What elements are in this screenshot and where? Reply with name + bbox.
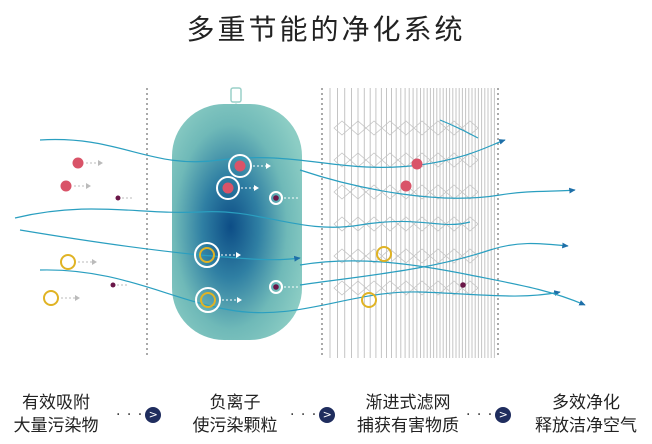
airflow-line — [14, 208, 471, 228]
ion-halo — [269, 191, 283, 205]
stage-line: 渐进式滤网 — [365, 393, 451, 413]
filter-mesh-cell — [333, 216, 351, 232]
chevron-right-icon: > — [145, 407, 162, 423]
stage-line: 捕获有害物质 — [357, 416, 459, 436]
ionizer-body — [172, 104, 302, 340]
page-title: 多重节能的净化系统 — [186, 13, 466, 46]
ion-halo — [195, 287, 221, 313]
pollutant-red-dot — [222, 182, 234, 194]
stage-line: 大量污染物 — [13, 416, 99, 436]
chevron-right-icon: > — [495, 407, 512, 423]
airflow-line — [299, 260, 586, 306]
connector-dots: · · · — [116, 407, 144, 423]
filter-mesh-cell — [333, 184, 351, 200]
airflow-line — [299, 242, 569, 286]
airflow-line — [439, 119, 479, 139]
small-particle-dot — [460, 282, 466, 288]
pollutant-red-dot — [72, 157, 84, 169]
stage-line: 使污染颗粒 — [192, 416, 278, 436]
pollutants-incoming — [43, 157, 132, 306]
stage-connector: · · · > — [290, 405, 336, 425]
small-particle-dot — [115, 195, 121, 201]
airflow-line — [39, 138, 506, 168]
filter-mesh-cell — [381, 216, 399, 232]
filter-mesh-cell — [333, 120, 351, 136]
motion-arrow — [98, 160, 103, 166]
captured-pollutants — [361, 158, 466, 308]
connector-dots: · · · — [290, 407, 318, 423]
ionizer-unit — [172, 87, 302, 340]
motion-arrow — [92, 259, 97, 265]
motion-arrow — [75, 295, 80, 301]
ion-halo — [228, 154, 252, 178]
ion-halo — [269, 280, 283, 294]
stage-adsorb: 有效吸附 大量污染物 — [2, 392, 110, 438]
pollutant-red-dot — [234, 160, 246, 172]
chevron-right-icon: > — [319, 407, 336, 423]
small-particle-dot — [273, 284, 279, 290]
stage-negative-ion: 负离子 使污染颗粒 — [184, 392, 286, 438]
stage-connector: · · · > — [116, 405, 162, 425]
filter-mesh-cell — [381, 152, 399, 168]
stage-filter: 渐进式滤网 捕获有害物质 — [350, 392, 466, 438]
motion-arrow — [254, 185, 259, 191]
pollutant-red-dot — [60, 180, 72, 192]
airflow-line — [299, 169, 576, 199]
filter-mesh-cell — [381, 120, 399, 136]
allergen-ring — [199, 247, 215, 263]
motion-arrow — [266, 163, 271, 169]
allergen-ring — [376, 246, 392, 262]
stage-line: 负离子 — [209, 393, 261, 413]
progressive-filter-mesh — [329, 88, 495, 358]
stage-clean-air: 多效净化 释放洁净空气 — [522, 392, 650, 438]
filter-mesh-cell — [333, 280, 351, 296]
filter-mesh-cell — [365, 152, 383, 168]
motion-arrow — [236, 252, 241, 258]
allergen-ring — [361, 292, 377, 308]
charged-pollutants — [194, 154, 298, 313]
ion-halo — [194, 242, 220, 268]
ion-halo — [216, 176, 240, 200]
stage-line: 释放洁净空气 — [535, 416, 637, 436]
filter-mesh-cell — [365, 184, 383, 200]
motion-arrow — [237, 297, 242, 303]
stage-line: 有效吸附 — [22, 393, 90, 413]
stage-connector: · · · > — [466, 405, 512, 425]
connector-dots: · · · — [466, 407, 494, 423]
airflow-line — [39, 269, 561, 314]
filter-mesh-cell — [461, 184, 479, 200]
pollutant-red-dot — [411, 158, 423, 170]
motion-arrow — [86, 183, 91, 189]
allergen-ring — [60, 254, 76, 270]
pollutant-red-dot — [400, 180, 412, 192]
allergen-ring — [43, 290, 59, 306]
filter-mesh-cell — [365, 120, 383, 136]
ionizer-nozzle — [230, 87, 242, 103]
filter-mesh-cell — [461, 280, 479, 296]
small-particle-dot — [110, 282, 116, 288]
filter-mesh-cell — [461, 216, 479, 232]
allergen-ring — [200, 292, 216, 308]
filter-mesh-cell — [461, 152, 479, 168]
small-particle-dot — [273, 195, 279, 201]
stage-line: 多效净化 — [552, 393, 620, 413]
filter-mesh-cell — [461, 248, 479, 264]
